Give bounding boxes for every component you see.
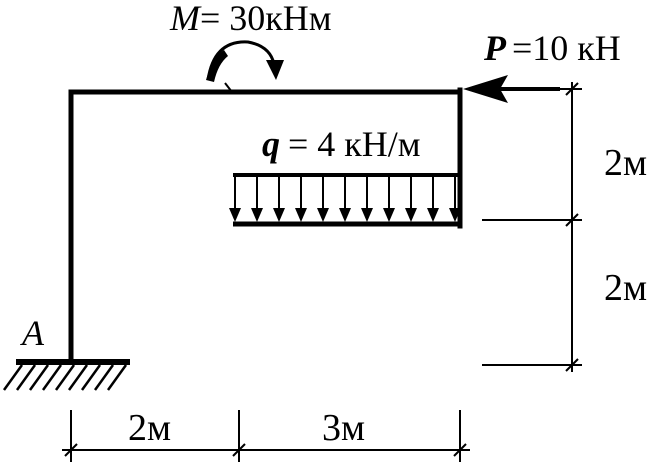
vertical-dim-upper: 2м: [604, 142, 647, 184]
vertical-dimension: [482, 82, 582, 372]
moment-label: M= 30кНм: [169, 0, 332, 38]
moment-arrow: [206, 40, 284, 93]
fixed-support: [2, 359, 130, 391]
horizontal-dim-right: 3м: [322, 407, 365, 449]
frame-structure: [68, 87, 463, 365]
distributed-load: [229, 173, 461, 227]
vertical-dim-lower: 2м: [604, 267, 647, 309]
force-label: P=10 кН: [483, 28, 621, 68]
horizontal-dimension: [62, 410, 470, 462]
horizontal-dim-left: 2м: [128, 407, 171, 449]
load-label: q= 4 кН/м: [262, 124, 421, 164]
support-label: A: [20, 313, 45, 353]
